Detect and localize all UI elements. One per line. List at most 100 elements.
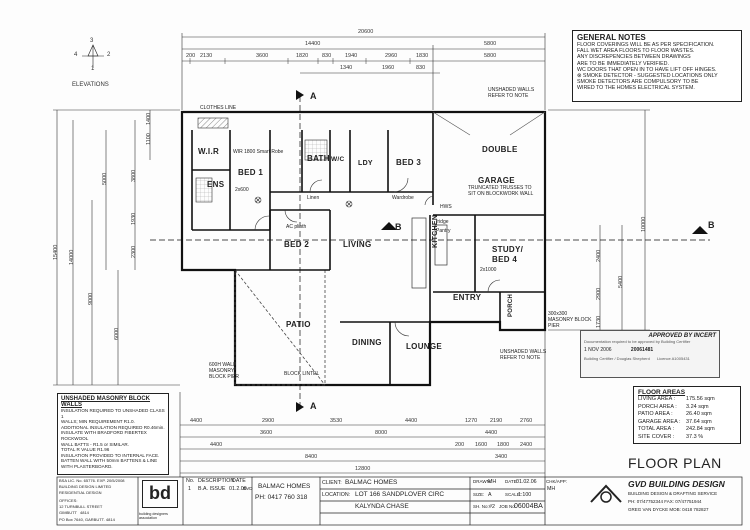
dim-left-outer: 15400 — [53, 244, 59, 260]
masonry-notes-box: UNSHADED MASONRY BLOCK WALLS INSULATION … — [57, 393, 169, 475]
dim-top-r4-2: 1960 — [382, 65, 395, 71]
tb-gvd-phone: PH: 07/47752344 FAX: 07/47751944 — [628, 499, 702, 504]
section-b-left-label: B — [395, 222, 402, 232]
compass-graphic — [82, 44, 104, 68]
dim-bot-r1-6: 2190 — [490, 418, 503, 424]
kitchen-bench — [411, 217, 448, 289]
note-hws: HWS — [440, 204, 452, 210]
rev-date: 01.2.06 — [229, 486, 247, 492]
rev-date-header: DATE — [232, 478, 246, 484]
dim-top-r3-3: 3600 — [256, 53, 269, 59]
ensuite-shower — [195, 177, 213, 203]
dim-left-e0: 1100 — [146, 133, 152, 145]
tb-client-label: CLIENT: — [322, 480, 342, 486]
general-note-line: WIRED TO THE HOMES ELECTRICAL SYSTEM. — [577, 85, 695, 92]
dim-top-r3-9: 1940 — [345, 53, 358, 59]
tb-sheet: #2 — [489, 504, 495, 510]
clothes-line-hatch — [197, 117, 229, 129]
note-unshaded-bottom: UNSHADED WALLS REFER TO NOTE — [500, 349, 547, 361]
dim-bot-r3-2: 1600 — [475, 442, 488, 448]
tb-gvd-mobile: GREG VAN DYCKE MOB: 0418 782827 — [628, 507, 709, 512]
general-note-line: FALL WET AREA FLOORS TO FLOOR WASTES. — [577, 48, 695, 55]
stamp-signer: Building Certifier / Douglas Shepherd — [584, 356, 650, 361]
rev-init: DVD — [243, 486, 253, 491]
tb-builder: BALMAC HOMES — [258, 483, 311, 490]
masonry-notes-title: UNSHADED MASONRY BLOCK WALLS — [61, 396, 151, 408]
rev-desc-header: DESCRIPTION — [198, 478, 235, 484]
note-clothes-line: CLOTHES LINE — [200, 105, 237, 111]
tb-chk-label: CHK/APP: — [546, 479, 568, 484]
smoke-detectors — [254, 196, 353, 208]
room-bed1: BED 1 — [238, 168, 264, 177]
room-patio: PATIO — [286, 320, 311, 329]
bath-tub — [304, 139, 328, 161]
masonry-note-line: WALLS; MIN REQUIREMENT R1.0. — [61, 419, 135, 425]
tb-po: PO Box 7640, GARBUTT. 4814 — [59, 517, 115, 522]
dim-bot-r2-1: 8000 — [375, 430, 388, 436]
dim-right-c2: 1730 — [596, 315, 602, 328]
tb-addr1: 12 TURNBULL STREET — [59, 504, 103, 509]
dim-bot-r4-0: 8400 — [305, 454, 318, 460]
gvd-logo-icon — [590, 484, 622, 503]
bd-logo: bd — [142, 480, 178, 508]
masonry-note-line: INSULATION PROVIDED TO INTERNAL FACE. — [61, 452, 160, 458]
dim-bot-r1-4: 4400 — [405, 418, 418, 424]
floor-areas-title: FLOOR AREAS — [638, 389, 686, 396]
patio-outline — [234, 269, 326, 386]
room-bed3: BED 3 — [396, 158, 422, 167]
tb-drawn: MH — [488, 479, 497, 485]
dim-left-b: 9000 — [88, 292, 94, 305]
tb-scale: 1:100 — [518, 492, 532, 498]
room-bath: BATH — [307, 154, 330, 163]
section-a-top-label: A — [310, 91, 317, 101]
dim-bot-r1-0: 4400 — [190, 418, 203, 424]
general-note-line: FLOOR COVERINGS WILL BE AS PER SPECIFICA… — [577, 42, 715, 48]
dim-left-d0: 5000 — [102, 172, 108, 185]
elevations-label: ELEVATIONS — [72, 82, 109, 88]
title-block-frame — [56, 476, 743, 526]
note-ac-plinth: AC plinth — [286, 224, 307, 230]
note-bed1-size: 2x600 — [235, 187, 249, 193]
dim-top-row2-b: 5800 — [484, 41, 497, 47]
stamp-licence: Licence A1005431 — [656, 356, 690, 361]
tb-client: BALMAC HOMES — [345, 479, 398, 486]
tb-residential: RESIDENTIAL DESIGN — [59, 490, 102, 495]
dim-bot-r1-1: 2900 — [262, 418, 275, 424]
area-row: TOTAL AREA :242.84 sqm — [638, 426, 715, 433]
room-wir: W.I.R — [198, 147, 220, 156]
area-row: PORCH AREA :3.24 sqm — [638, 403, 709, 410]
stamp-date: 1 NOV 2006 — [584, 347, 612, 353]
tb-date-label: DATE: — [505, 479, 518, 484]
dim-left-d3: 2300 — [131, 245, 137, 258]
bd-logo-subtitle: building designers association — [139, 512, 168, 520]
dim-top-r3-5: 1820 — [296, 53, 309, 59]
dim-top-r3-11: 2960 — [385, 53, 398, 59]
note-wardrobe: Wardrobe — [392, 195, 414, 201]
tb-design: BUILDING DESIGN LIMITED — [59, 484, 112, 489]
tb-gvd-sub: BUILDING DESIGN & DRAFTING SERVICE — [628, 491, 718, 496]
dim-bot-r3-1: 200 — [455, 442, 465, 448]
general-notes-title: GENERAL NOTES — [577, 33, 646, 42]
section-b-left-arrow — [381, 222, 397, 230]
dim-bot-r1-2: 3530 — [330, 418, 343, 424]
dim-bot-overall: 12800 — [355, 466, 371, 472]
dim-bot-r2-0: 3600 — [260, 430, 273, 436]
masonry-note-line: INSULATE WITH BRADFORD FIBERTEX ROCKWOOL — [61, 430, 147, 441]
section-lines — [150, 96, 710, 405]
compass-label-4: 4 — [74, 52, 78, 58]
note-wir-size: WIR 1800 Smart Robe — [233, 149, 284, 155]
tb-builder-phone: PH: 0417 760 318 — [255, 494, 308, 501]
stamp-number: 20061481 — [630, 347, 654, 353]
floor-areas-box: FLOOR AREAS LIVING AREA :175.56 sqm PORC… — [633, 386, 741, 444]
section-b-right-arrow — [692, 226, 708, 234]
internal-walls — [191, 112, 545, 385]
masonry-note-line: WALL BATTS - R1.5 or SIMILAR. — [61, 441, 129, 447]
dim-overall-top: 20600 — [358, 29, 374, 35]
dim-right-c0: 2400 — [596, 249, 602, 262]
dim-bot-r3-0: 4400 — [210, 442, 223, 448]
general-note-line: WC DOORS THAT OPEN IN TO HAVE LIFT OFF H… — [577, 66, 717, 73]
dim-top-r4-0: 1340 — [340, 65, 353, 71]
tb-chk: MH — [547, 486, 556, 492]
dim-bot-r3-4: 2400 — [520, 442, 533, 448]
